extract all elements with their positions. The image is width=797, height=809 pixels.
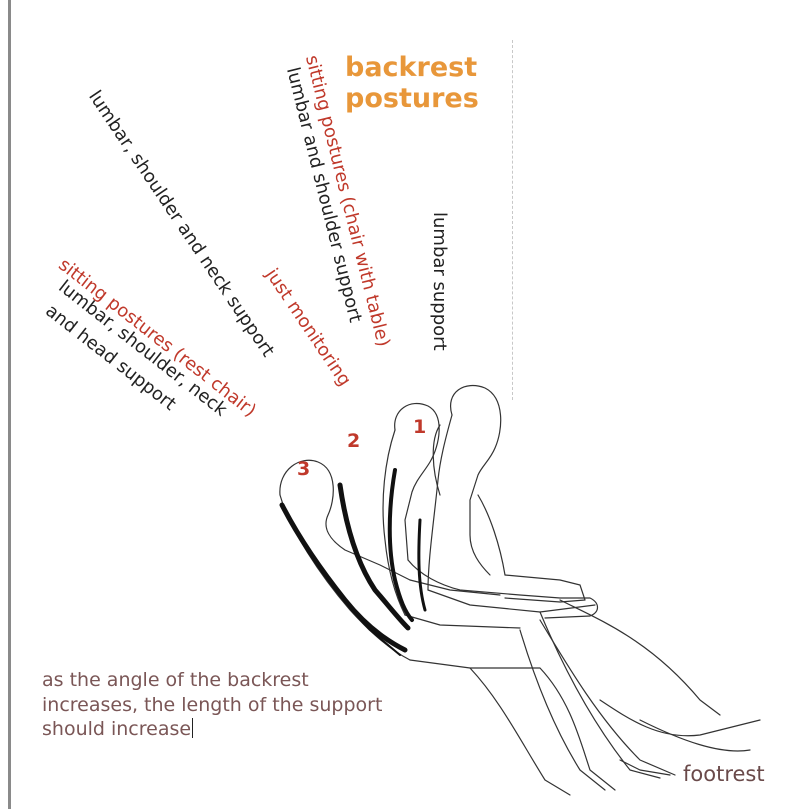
posture-1-support-label: lumbar support (430, 212, 448, 351)
backrest-support-1 (390, 470, 412, 620)
title: backrest postures (345, 52, 479, 114)
figure-2-outline (383, 403, 675, 790)
backrest-support-1b (419, 520, 425, 610)
title-line-1: backrest (345, 52, 477, 83)
figure-1-outline (428, 386, 720, 778)
title-line-2: postures (345, 83, 479, 114)
explanation-note: as the angle of the backrest increases, … (42, 668, 402, 742)
backrest-support-3 (282, 505, 405, 650)
posture-number-1: 1 (413, 418, 426, 437)
explanation-note-text: as the angle of the backrest increases, … (42, 669, 382, 740)
posture-number-2: 2 (347, 432, 360, 451)
posture-number-3: 3 (297, 460, 310, 479)
figure-3-outline (280, 460, 615, 795)
text-cursor (192, 718, 193, 738)
footrest-label: footrest (683, 764, 765, 785)
